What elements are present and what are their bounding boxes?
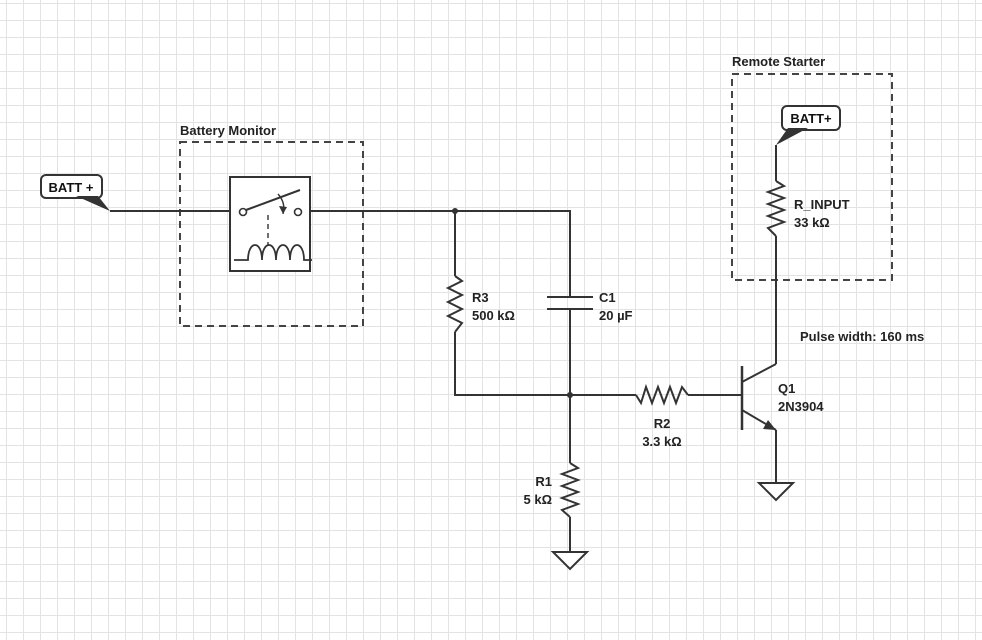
resistor-r1[interactable]: R1 5 kΩ <box>524 462 581 518</box>
r2-ref: R2 <box>654 416 671 431</box>
resistor-r3-symbol <box>445 275 465 333</box>
r-input-value: 33 kΩ <box>794 215 830 230</box>
capacitor-c1[interactable]: C1 20 µF <box>547 290 633 323</box>
relay-contact <box>238 207 248 217</box>
junction-dot <box>452 208 458 214</box>
wire-relay-to-c1 <box>310 210 571 297</box>
resistor-r-input-symbol <box>765 180 787 237</box>
batt-port-left-pointer <box>76 196 110 211</box>
remote-starter-title: Remote Starter <box>732 54 825 69</box>
batt-port-left-box <box>40 174 103 199</box>
remote-starter-group[interactable]: Remote Starter <box>731 54 893 281</box>
r1-ref: R1 <box>535 474 552 489</box>
batt-port-left-label: BATT + <box>49 180 94 195</box>
resistor-r2-symbol <box>635 383 689 406</box>
capacitor-c1-plates <box>547 296 593 310</box>
batt-port-right-box <box>781 105 841 131</box>
batt-port-left[interactable]: BATT + <box>40 174 110 211</box>
battery-monitor-title: Battery Monitor <box>180 123 276 138</box>
q1-collector <box>741 363 777 383</box>
junction-dot <box>567 392 573 398</box>
ground-symbol <box>756 482 796 502</box>
r3-value: 500 kΩ <box>472 308 515 323</box>
battery-monitor-boundary <box>179 141 364 327</box>
c1-ref: C1 <box>599 290 616 305</box>
wires <box>110 145 777 552</box>
r3-ref: R3 <box>472 290 489 305</box>
r-input-ref: R_INPUT <box>794 197 850 212</box>
battery-monitor-group[interactable]: Battery Monitor <box>179 123 364 327</box>
c1-value: 20 µF <box>599 308 633 323</box>
wire-r3-bottom-to-r2 <box>454 332 636 396</box>
r2-value: 3.3 kΩ <box>642 434 681 449</box>
remote-starter-boundary <box>731 73 893 281</box>
batt-port-right[interactable]: BATT+ <box>776 105 841 145</box>
ground-symbol <box>550 551 590 571</box>
resistor-r2[interactable]: R2 3.3 kΩ <box>635 383 689 449</box>
q1-ref: Q1 <box>778 381 795 396</box>
r1-value: 5 kΩ <box>524 492 553 507</box>
relay-arrow-head <box>279 206 287 214</box>
resistor-r-input[interactable]: R_INPUT 33 kΩ <box>765 180 850 237</box>
resistor-r1-symbol <box>559 462 581 518</box>
relay-symbol[interactable] <box>229 176 312 272</box>
batt-port-right-pointer <box>776 128 808 145</box>
q1-value: 2N3904 <box>778 399 824 414</box>
relay-contact <box>293 207 303 217</box>
relay-coil <box>234 244 312 261</box>
transistor-q1[interactable]: Q1 2N3904 <box>740 363 824 431</box>
q1-emitter-arrow <box>763 420 776 430</box>
resistor-r3[interactable]: R3 500 kΩ <box>445 275 515 333</box>
batt-port-right-label: BATT+ <box>790 111 832 126</box>
relay-switch-arm <box>245 189 301 211</box>
pulse-width-annotation: Pulse width: 160 ms <box>800 329 924 344</box>
relay-body <box>229 176 311 272</box>
